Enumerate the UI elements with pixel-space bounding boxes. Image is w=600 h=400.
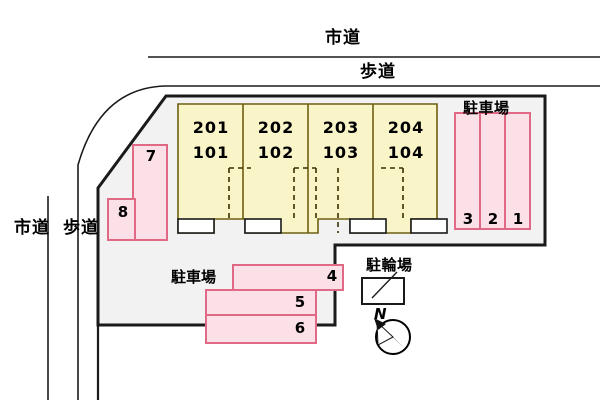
apartment-building bbox=[177, 103, 448, 234]
stall-8-box bbox=[107, 198, 136, 241]
compass-north-tip bbox=[374, 318, 386, 330]
south-parking-label: 駐車場 bbox=[171, 268, 216, 286]
sidewalk-property-curve bbox=[77, 85, 600, 400]
unit-label-202: 202 bbox=[257, 118, 295, 137]
unit-label-204: 204 bbox=[387, 118, 425, 137]
south-parking-area bbox=[205, 264, 344, 344]
unit-label-101: 101 bbox=[192, 143, 230, 162]
north-parking-label: 駐車場 bbox=[463, 99, 510, 117]
entrance-porch-101 bbox=[177, 218, 215, 234]
left-sidewalk-label: 歩道 bbox=[63, 218, 99, 238]
unit-label-104: 104 bbox=[387, 143, 425, 162]
road-lines bbox=[47, 56, 600, 400]
stall-label-4: 4 bbox=[326, 267, 338, 285]
stall-label-3: 3 bbox=[462, 210, 474, 228]
west-parking-area bbox=[107, 144, 168, 241]
entrance-porch-104 bbox=[410, 218, 448, 234]
unit-label-102: 102 bbox=[257, 143, 295, 162]
unit-label-201: 201 bbox=[192, 118, 230, 137]
stall-label-5: 5 bbox=[294, 293, 306, 311]
top-sidewalk-label: 歩道 bbox=[360, 62, 396, 82]
entrance-porch-103 bbox=[349, 218, 387, 234]
stall-6-box bbox=[205, 314, 317, 344]
stall-label-7: 7 bbox=[145, 147, 157, 165]
bicycle-parking-leader-line bbox=[371, 271, 398, 299]
stall-label-2: 2 bbox=[487, 210, 499, 228]
left-street-label: 市道 bbox=[14, 218, 50, 238]
unit-label-103: 103 bbox=[322, 143, 360, 162]
stall-label-8: 8 bbox=[117, 203, 129, 221]
top-street-label: 市道 bbox=[325, 28, 361, 48]
entrance-porch-102 bbox=[244, 218, 282, 234]
stall-label-6: 6 bbox=[294, 319, 306, 337]
north-parking-area bbox=[454, 112, 531, 230]
stall-label-1: 1 bbox=[512, 210, 524, 228]
bicycle-parking-area bbox=[361, 271, 405, 305]
bicycle-parking-label: 駐輪場 bbox=[366, 256, 413, 274]
compass-rose bbox=[374, 318, 411, 355]
bicycle-parking-box bbox=[361, 277, 405, 305]
north-parking-block bbox=[454, 112, 531, 230]
stall-7-box bbox=[132, 144, 168, 241]
unit-label-203: 203 bbox=[322, 118, 360, 137]
compass-north-label: N bbox=[374, 305, 387, 323]
